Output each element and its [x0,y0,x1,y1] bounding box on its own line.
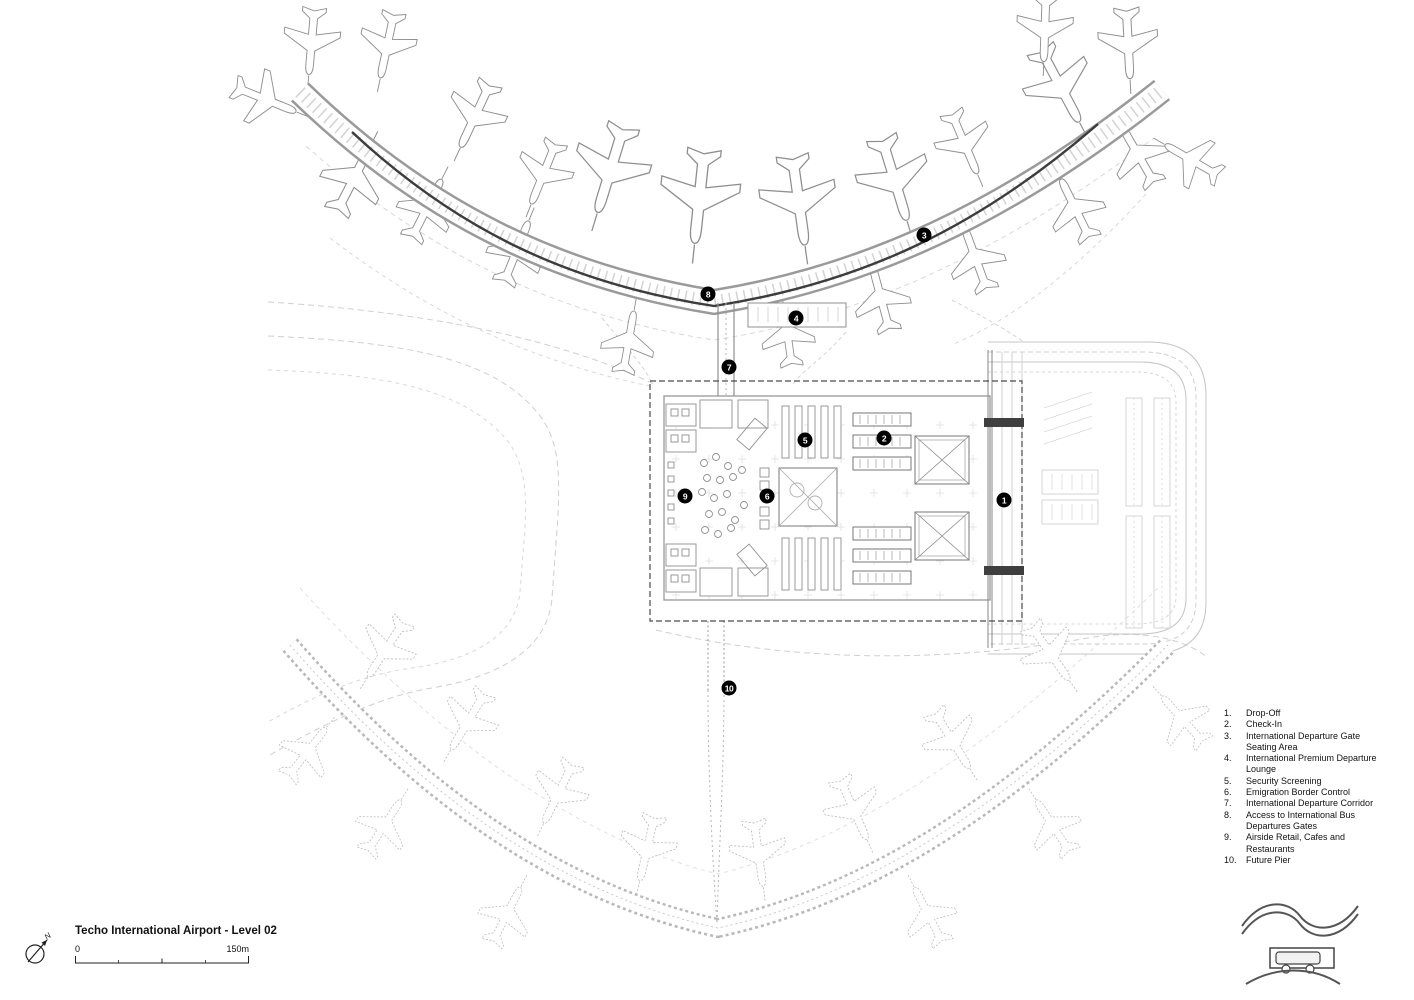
airplane-dotted-icon [813,766,899,865]
legend-item: 7. International Departure Corridor [1224,798,1396,809]
plan-marker-7: 7 [721,359,737,375]
scale-bar-rule [75,956,249,964]
airplane-icon [1096,5,1161,96]
legend-item-label: Security Screening [1246,775,1322,786]
plan-marker-10: 10 [721,680,737,696]
ground-transport-sketch [1241,903,1359,985]
airplane-icon [652,144,745,269]
legend-item-label: Access to International Bus Departures G… [1246,809,1356,831]
plan-marker-8: 8 [700,286,716,302]
shuttle-bay [1269,947,1335,969]
airplane-icon [349,5,423,99]
dropoff-loop-roads [987,341,1207,655]
legend-item-number: 5. [1224,775,1232,786]
legend-item-label: Airside Retail, Cafes and Restaurants [1246,832,1346,854]
legend-item-label: International Premium Departure Lounge [1246,753,1377,775]
legend-item-label: Emigration Border Control [1246,787,1351,798]
airplane-dotted-icon [343,773,431,868]
escalator-voids [914,435,970,561]
plan-marker-4: 4 [788,310,804,326]
scale-end-label: 150m [226,944,249,954]
bus-icon [1275,951,1321,965]
airplane-icon [426,69,519,174]
future-aircraft-stands [266,604,1225,957]
legend-item-number: 8. [1224,809,1232,820]
legend: 1. Drop-Off 2. Check-In 3. International De… [1224,708,1396,866]
airplane-dotted-icon [1132,668,1225,762]
legend-item: 2. Check-In [1224,719,1396,730]
legend-item-label: Future Pier [1246,854,1291,865]
drawing-title: Techo International Airport - Level 02 [75,925,277,937]
scale-start-label: 0 [75,944,81,954]
legend-item: 3. International Departure Gate Seating A… [1224,731,1396,754]
airplane-dotted-icon [468,862,551,957]
plan-marker-1: 1 [996,492,1012,508]
departure-pier [290,79,1171,316]
plan-marker-9: 9 [677,488,693,504]
taxilane-markings [299,137,1159,875]
legend-item-label: International Departure Corridor [1246,798,1374,809]
airplane-icon [1139,114,1234,200]
terminal-building [649,380,1024,622]
legend-item: 8. Access to International Bus Departures… [1224,810,1396,833]
security-screening-lanes [781,405,842,591]
legend-item-number: 3. [1224,730,1232,741]
airplane-icon [499,130,583,229]
parking-area [1041,391,1171,629]
central-atrium [778,467,838,527]
legend-item-number: 6. [1224,787,1232,798]
airplane-icon [596,292,663,379]
legend-item-number: 1. [1224,708,1232,718]
border-control-booths [759,467,770,530]
plan-marker-2: 2 [876,430,892,446]
legend-item-label: International Departure Gate Seating Are… [1246,730,1361,752]
legend-item-number: 10. [1224,854,1237,865]
scale-bar: 0 150m [75,944,249,966]
terminal-rooms [665,399,769,597]
north-arrow-icon: N [25,931,53,964]
airplane-icon [754,149,846,271]
legend-item-number: 9. [1224,832,1232,843]
north-label: N [43,931,53,942]
future-pier-connector [707,621,725,925]
departure-corridor [717,303,735,396]
bus-gate-walkway [351,123,1099,308]
airplane-dotted-icon [512,749,600,849]
future-pier [282,637,1176,939]
terminal-boundary [649,380,1023,622]
airplane-dotted-icon [909,695,1002,796]
retail-cafe-zone [698,417,768,577]
legend-item-label: Check-In [1246,719,1283,730]
legend-item: 9. Airside Retail, Cafes and Restaurants [1224,832,1396,855]
legend-item: 4. International Premium Departure Lounge [1224,753,1396,776]
airplane-dotted-icon [725,815,794,905]
legend-item: 10. Future Pier [1224,855,1396,866]
plan-marker-5: 5 [797,432,813,448]
legend-item: 6. Emigration Border Control [1224,787,1396,798]
legend-item-number: 2. [1224,719,1232,730]
plan-marker-6: 6 [759,488,775,504]
legend-item-number: 7. [1224,798,1232,809]
dropoff-bridges [984,418,1024,575]
airplane-icon [279,4,344,92]
airplane-icon [924,100,1010,199]
plan-marker-3: 3 [916,227,932,243]
legend-item-number: 4. [1224,753,1232,764]
airplane-dotted-icon [419,676,511,777]
airplane-dotted-icon [1006,773,1094,868]
legend-item: 1. Drop-Off [1224,708,1396,719]
legend-item-label: Drop-Off [1246,708,1281,718]
airplane-dotted-icon [336,604,429,705]
airplane-dotted-icon [884,862,967,957]
legend-item: 5. Security Screening [1224,776,1396,787]
